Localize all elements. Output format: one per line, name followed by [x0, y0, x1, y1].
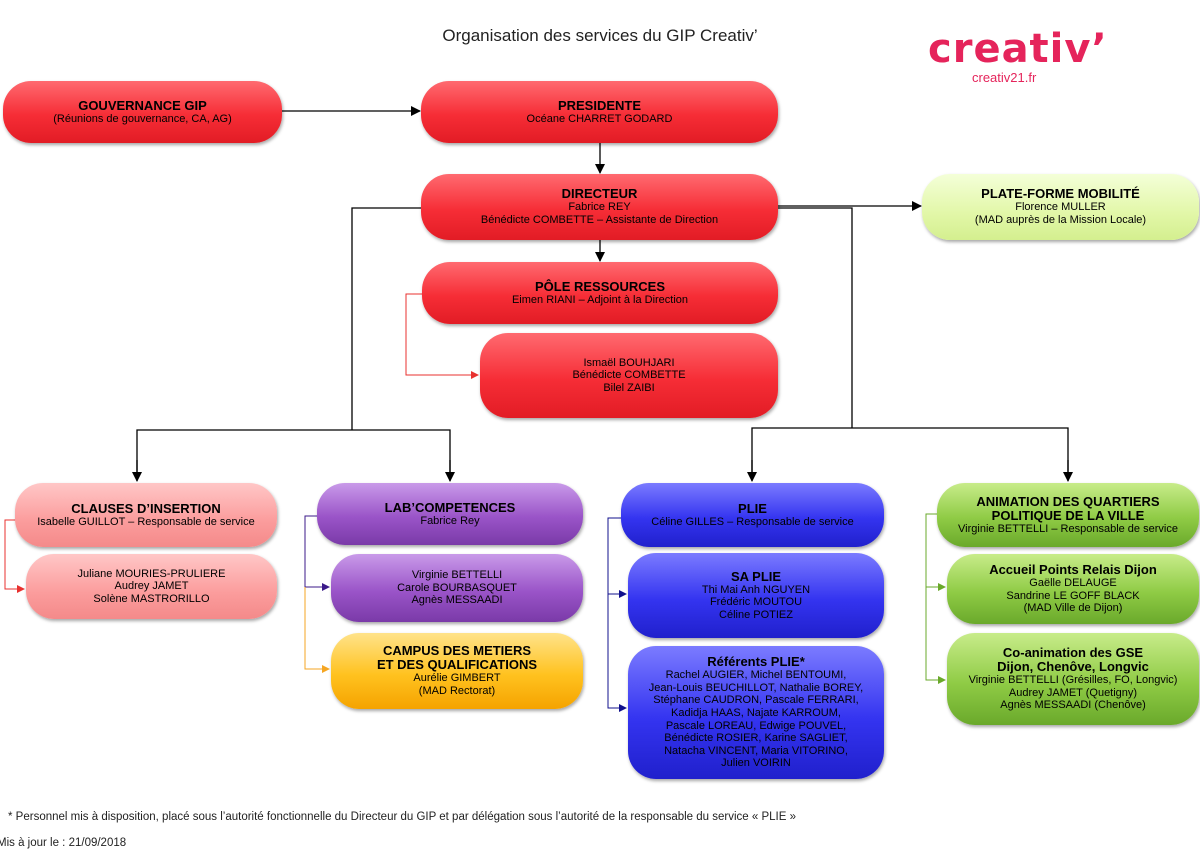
node-line: Rachel AUGIER, Michel BENTOUMI, [665, 669, 847, 682]
node-heading: SA PLIE [730, 568, 782, 584]
wire-plie-saplie [607, 517, 627, 598]
node-line: Florence MULLER [1015, 201, 1106, 214]
wire-lab-staff [304, 515, 330, 591]
node-line: Bénédicte ROSIER, Karine SAGLIET, [664, 732, 848, 745]
node-line: Virginie BETTELLI [411, 569, 503, 582]
node-heading: Dijon, Chenôve, Longvic [997, 659, 1149, 675]
node-heading: ANIMATION DES QUARTIERS [976, 493, 1160, 509]
node-heading: LAB’COMPETENCES [384, 499, 516, 515]
wire-lab-campus [304, 587, 330, 673]
node-line: Solène MASTRORILLO [93, 592, 210, 605]
wire-left-branch [136, 429, 451, 473]
node-line: Pascale LOREAU, Edwige POUVEL, [665, 719, 847, 732]
wire-clauses-staff [4, 519, 25, 593]
creativ-logo[interactable]: creativ’ creativ21.fr [928, 26, 1108, 85]
node-heading: Co-animation des GSE [1002, 645, 1144, 661]
node-line: Bilel ZAIBI [603, 381, 655, 394]
node-heading: DIRECTEUR [561, 186, 638, 202]
node-line: Bénédicte COMBETTE [572, 369, 686, 382]
node-line: Stéphane CAUDRON, Pascale FERRARI, [653, 694, 859, 707]
node-line: Kadidja HAAS, Najate KARROUM, [671, 706, 841, 719]
node-line: Aurélie GIMBERT [413, 672, 501, 685]
node-line: Virginie BETTELLI (Grésilles, FO, Longvi… [968, 674, 1178, 687]
node-line: Jean-Louis BEUCHILLOT, Nathalie BOREY, [648, 681, 864, 694]
logo-wordmark: creativ’ [928, 26, 1108, 72]
node-line: Gaëlle DELAUGE [1029, 577, 1117, 590]
wire-pole-staff [405, 293, 479, 379]
node-line: Thi Mai Anh NGUYEN [701, 583, 811, 596]
node-heading: Accueil Points Relais Dijon [989, 562, 1157, 578]
node-heading: PRESIDENTE [557, 97, 642, 113]
node-heading: ET DES QUALIFICATIONS [376, 657, 538, 673]
node-line: (MAD Ville de Dijon) [1023, 602, 1123, 615]
wire-right-branch [751, 427, 1069, 473]
node-heading: POLITIQUE DE LA VILLE [991, 507, 1145, 523]
last-updated: Mis à jour le : 21/09/2018 [0, 837, 127, 849]
node-referents-plie: Référents PLIE*Rachel AUGIER, Michel BEN… [628, 646, 884, 779]
node-line: Juliane MOURIES-PRULIERE [77, 567, 226, 580]
node-line: Fabrice REY [568, 201, 631, 214]
node-line: Océane CHARRET GODARD [526, 112, 673, 125]
node-line: Natacha VINCENT, Maria VITORINO, [664, 744, 848, 757]
black-connectors [132, 106, 1073, 482]
wire-plie-referents [607, 594, 627, 712]
node-heading: PLATE-FORME MOBILITÉ [981, 186, 1140, 202]
node-line: Ismaël BOUHJARI [583, 356, 675, 369]
logo-url: creativ21.fr [972, 70, 1037, 85]
node-line: Céline GILLES – Responsable de service [651, 515, 854, 528]
node-line: Sandrine LE GOFF BLACK [1006, 589, 1140, 602]
node-heading: CLAUSES D’INSERTION [71, 500, 221, 516]
page-title: Organisation des services du GIP Creativ… [442, 26, 758, 45]
node-line: Agnès MESSAADI (Chenôve) [1000, 699, 1146, 712]
node-line: Bénédicte COMBETTE – Assistante de Direc… [480, 214, 719, 226]
node-line: (MAD Rectorat) [418, 685, 496, 697]
node-line: Fabrice Rey [420, 514, 480, 527]
node-line: Eimen RIANI – Adjoint à la Direction [511, 293, 689, 306]
wire-animation-accueil [925, 513, 946, 591]
node-line: (MAD auprès de la Mission Locale) [974, 214, 1147, 226]
node-heading: GOUVERNANCE GIP [78, 97, 207, 113]
node-line: Audrey JAMET (Quetigny) [1008, 686, 1138, 699]
node-line: Julien VOIRIN [721, 757, 791, 770]
node-line: Carole BOURBASQUET [397, 581, 517, 594]
node-line: Céline POTIEZ [719, 608, 793, 621]
footnote: * Personnel mis à disposition, placé sou… [8, 811, 796, 823]
node-line: Agnès MESSAADI [411, 594, 503, 607]
node-line: (Réunions de gouvernance, CA, AG) [53, 112, 232, 125]
wire-animation-coanim [925, 587, 946, 684]
node-heading: PLIE [738, 500, 767, 516]
node-line: Virginie BETTELLI – Responsable de servi… [958, 522, 1178, 535]
wire-right-trunk [778, 207, 853, 428]
node-gouvernance: GOUVERNANCE GIP(Réunions de gouvernance,… [3, 81, 282, 143]
node-line: Audrey JAMET [114, 580, 189, 593]
wire-left-trunk [351, 207, 421, 430]
node-line: Isabelle GUILLOT – Responsable de servic… [37, 515, 255, 528]
node-heading: PÔLE RESSOURCES [534, 278, 666, 294]
node-heading: Référents PLIE* [707, 654, 805, 670]
node-line: Frédéric MOUTOU [709, 596, 803, 609]
node-heading: CAMPUS DES METIERS [382, 643, 532, 659]
